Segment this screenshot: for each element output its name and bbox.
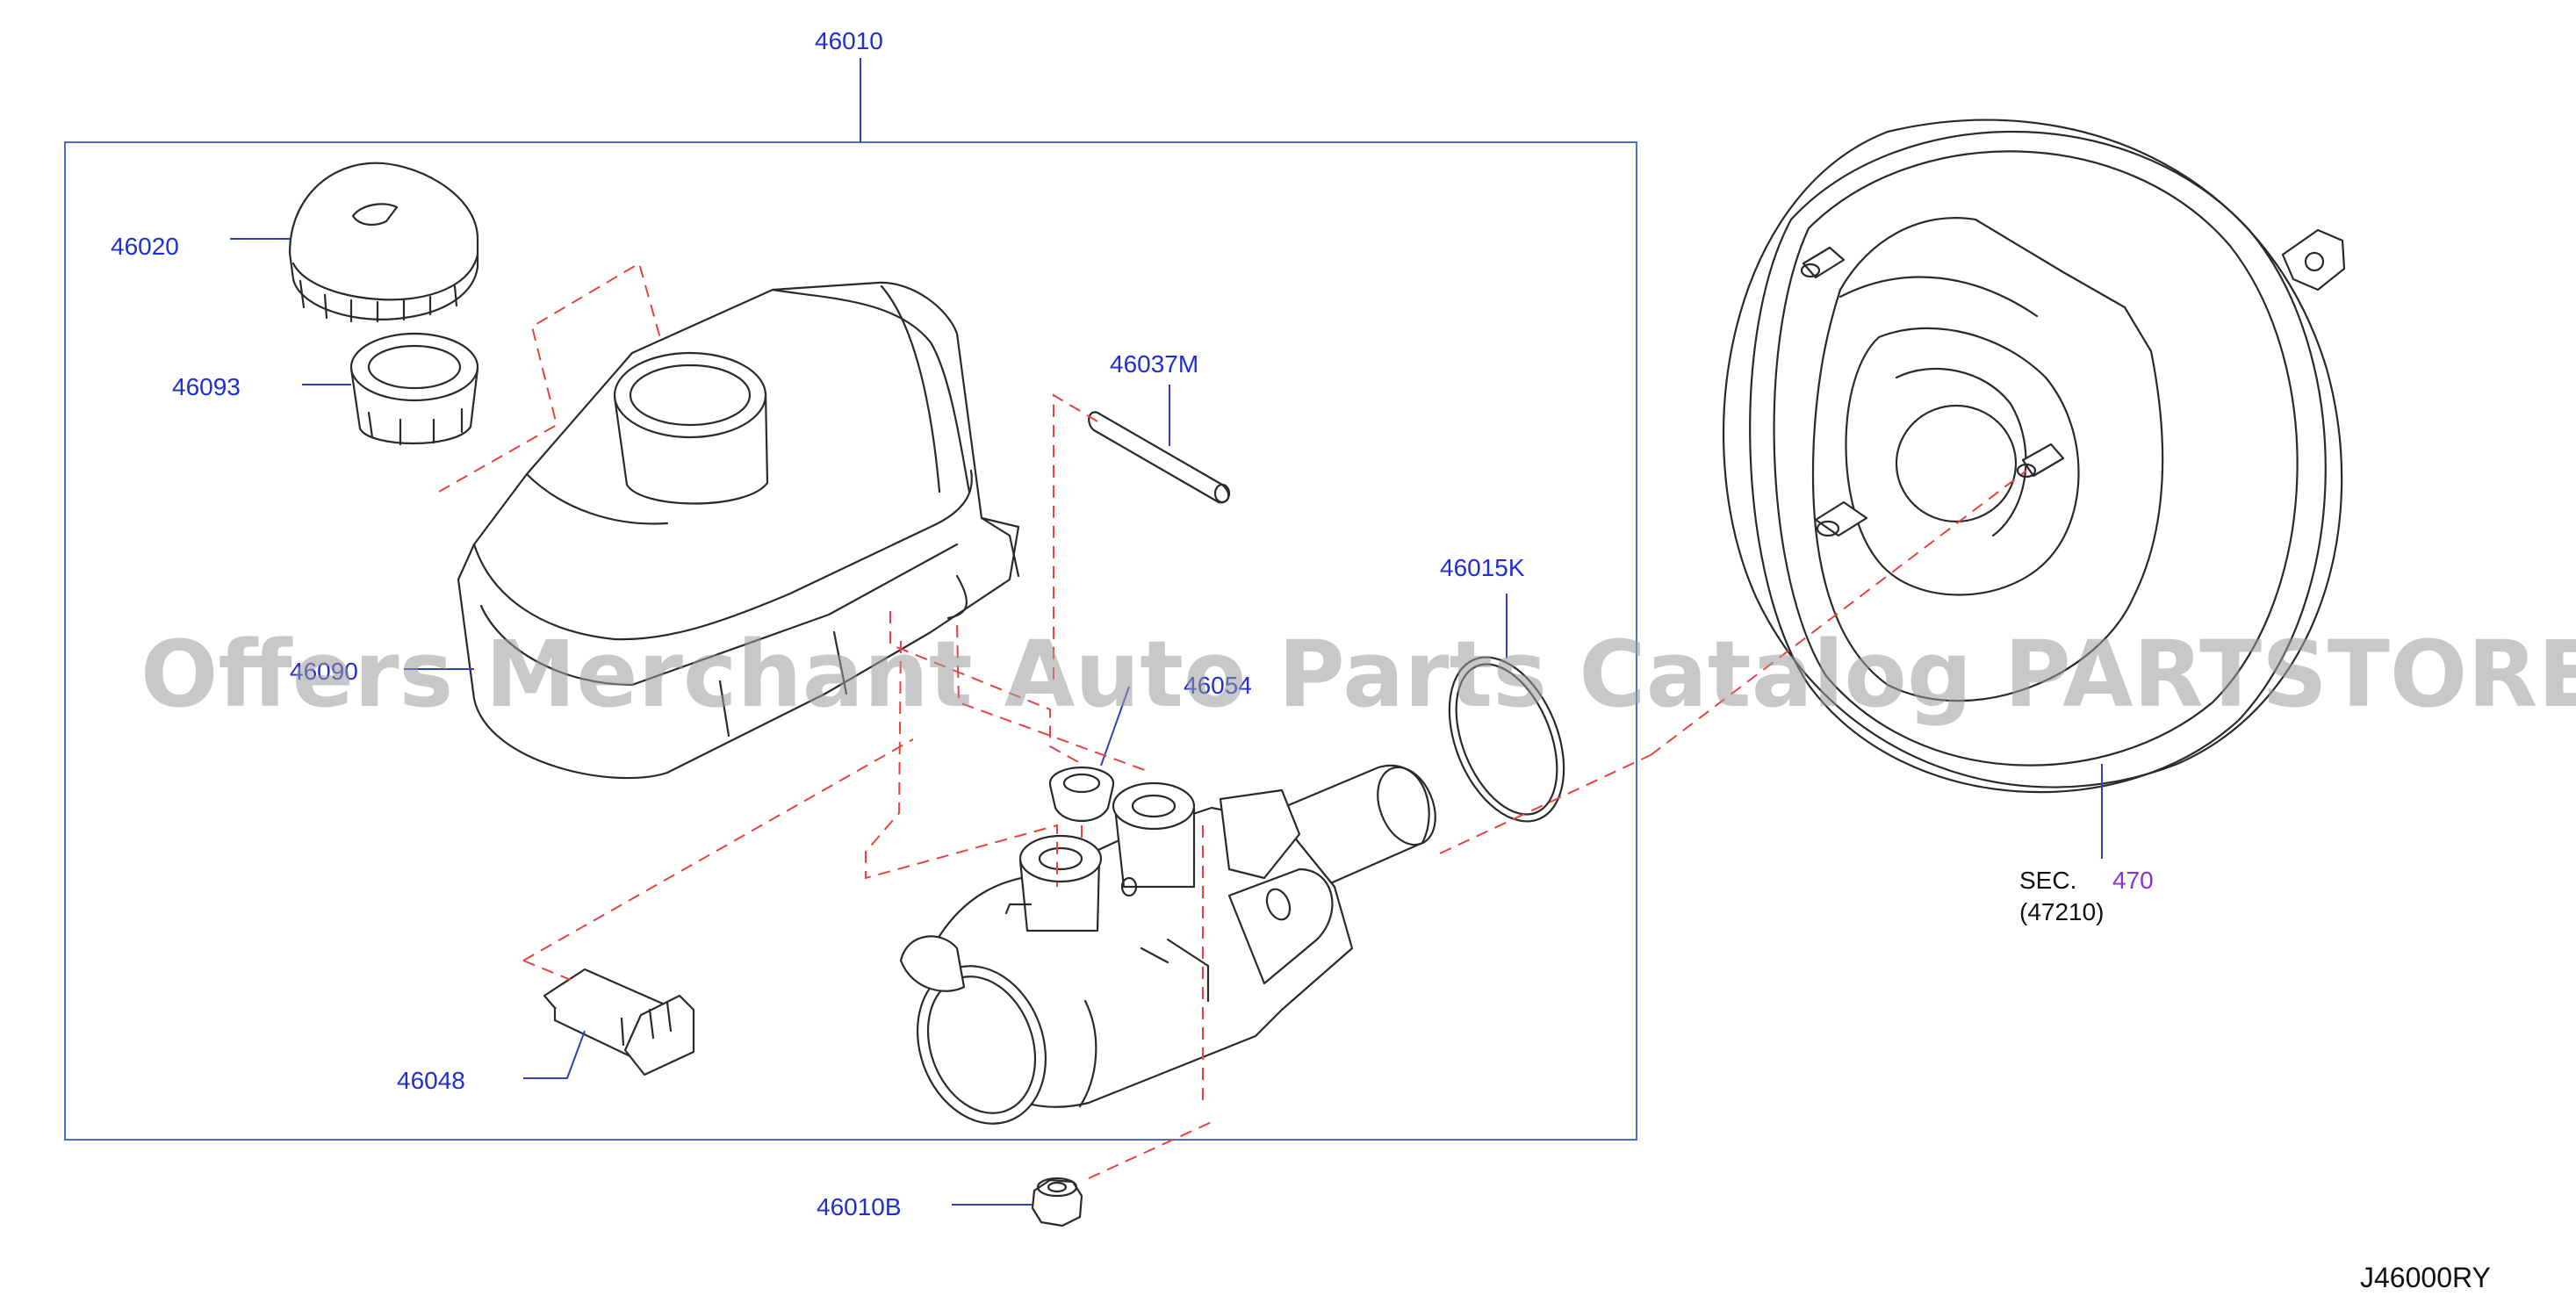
strainer-dash [438,262,672,493]
body-dash-ports [865,640,1058,887]
label-46090[interactable]: 46090 [290,658,358,685]
assembly-frame [64,141,1637,1141]
label-46048[interactable]: 46048 [397,1067,465,1094]
reservoir-tank-part [457,281,1020,780]
label-46037M[interactable]: 46037M [1110,350,1198,378]
sensor-dash-join [522,960,572,981]
pin-part [1088,411,1231,504]
strainer-part [349,332,479,446]
brake-booster-part [1722,119,2346,794]
diagram-code: J46000RY [2360,1262,2491,1293]
grommet-leader [1100,686,1130,767]
reservoir-cap-part [288,162,479,323]
body-dash-right [956,624,1153,774]
label-46010B[interactable]: 46010B [817,1193,902,1220]
label-booster-sec: SEC. [2019,867,2076,894]
o-ring-inner [1455,663,1558,816]
pin-dash [1053,393,1098,685]
watermark-text: Offers Merchant Auto Parts Catalog PARTS… [140,621,2576,728]
nut-dash [1088,1119,1216,1179]
master-cylinder-part [899,764,1436,1125]
nut-part [1031,1177,1083,1227]
sensor-part [543,968,695,1076]
body-dash-left [889,611,1083,765]
sensor-leader [523,1030,586,1079]
o-ring-part [1448,656,1565,823]
label-booster-sec-num[interactable]: 470 [2112,867,2154,894]
label-46054[interactable]: 46054 [1184,672,1252,699]
label-46020[interactable]: 46020 [111,233,179,260]
label-46010[interactable]: 46010 [815,27,883,54]
label-46093[interactable]: 46093 [172,373,241,400]
grommet-part [1048,766,1115,823]
body-dash-rear [1439,754,1651,854]
sensor-dash [522,738,914,961]
booster-dash [1650,470,2027,756]
label-46015K[interactable]: 46015K [1440,554,1525,581]
label-booster-sub: (47210) [2019,898,2105,925]
